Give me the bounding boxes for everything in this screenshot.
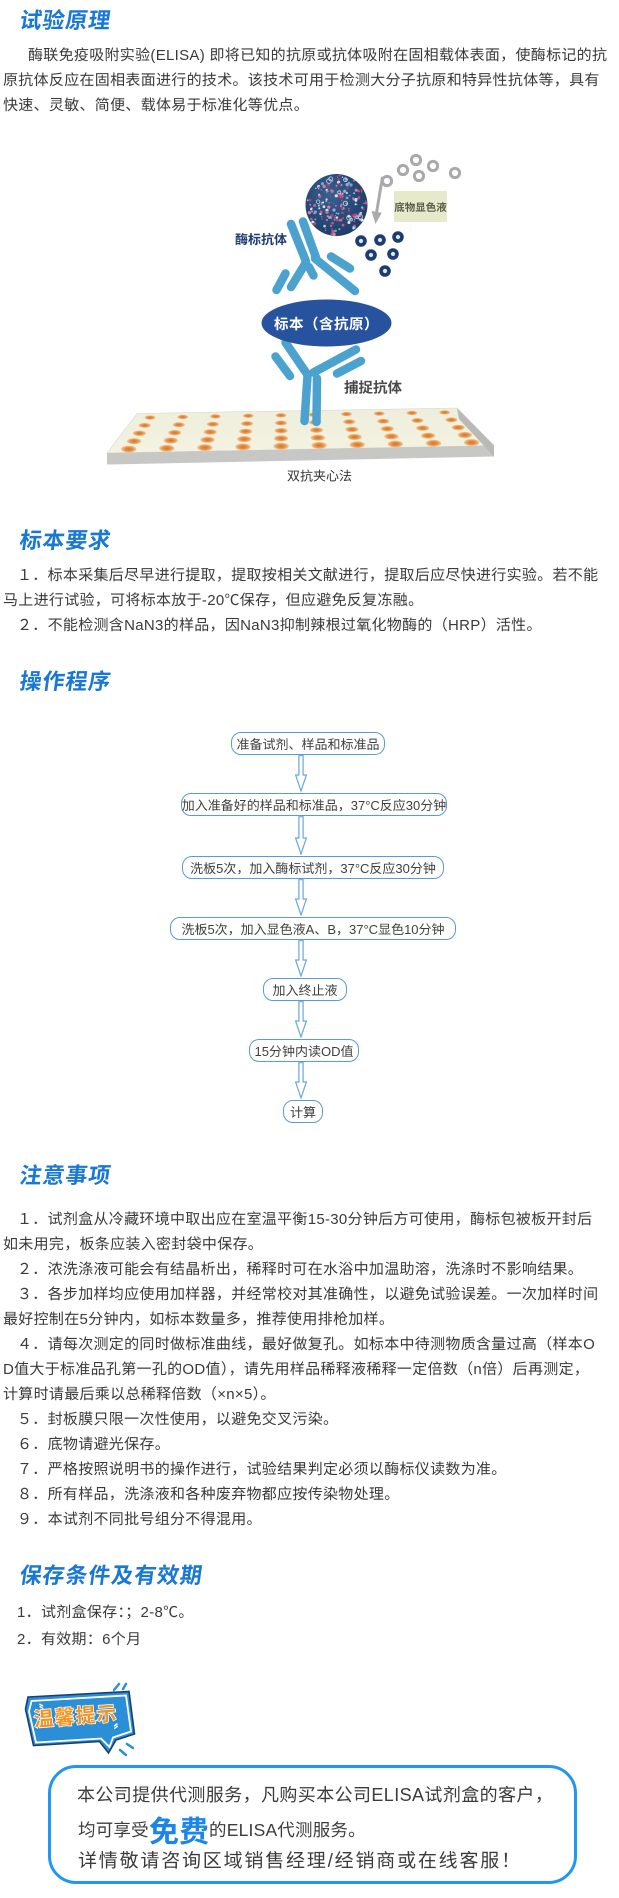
svg-text:底物显色液: 底物显色液 bbox=[394, 202, 447, 214]
svg-text:〝: 〝 bbox=[31, 1702, 45, 1718]
svg-text:捕捉抗体: 捕捉抗体 bbox=[344, 380, 402, 397]
svg-text:〞: 〞 bbox=[113, 1722, 127, 1738]
svg-text:标本（含抗原）: 标本（含抗原） bbox=[274, 316, 379, 333]
svg-text:双抗夹心法: 双抗夹心法 bbox=[287, 469, 352, 484]
svg-text:酶标抗体: 酶标抗体 bbox=[235, 232, 287, 247]
